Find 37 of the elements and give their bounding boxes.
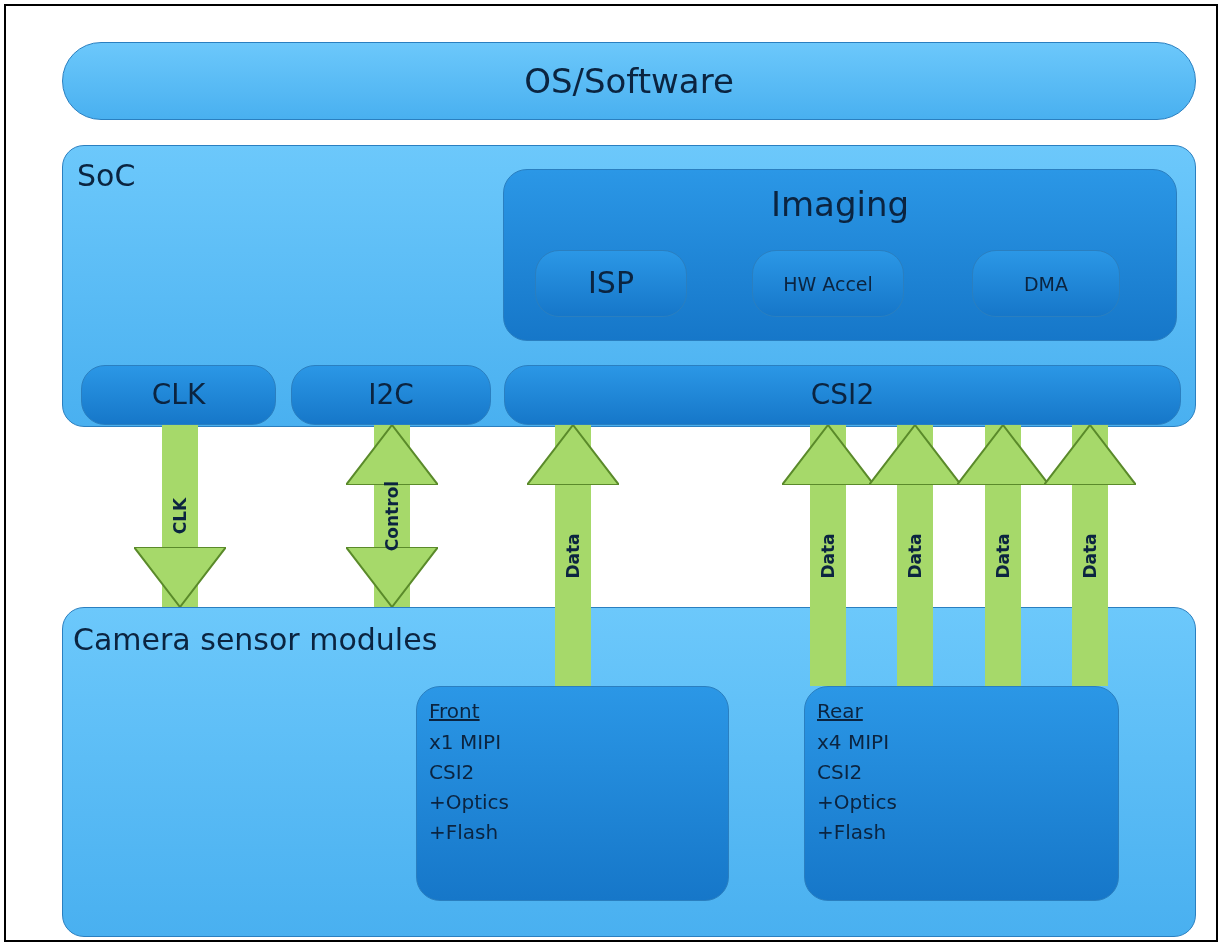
camera-module-box [804,686,1119,901]
block-label: ISP [587,265,635,300]
block-label: Camera sensor modules [73,622,438,657]
imaging-block [503,169,1177,341]
block-arrow [345,424,439,608]
block-label: I2C [367,378,415,411]
edge-label: Data [993,532,1013,579]
unit-box [752,250,904,317]
block-label: CSI2 [809,378,876,411]
camera-module-box [416,686,729,901]
block-label: SoC [77,158,136,193]
edge-label: Data [1080,532,1100,579]
block-label: HW Accel [782,273,874,295]
interface-bar [81,365,276,425]
modules-block [62,607,1196,937]
edge-label: Data [563,532,583,579]
block-arrow [526,424,620,686]
module-heading: Rear [817,699,863,723]
edge-label: Control [382,480,402,552]
edge-label: Data [905,532,925,579]
module-heading: Front [429,699,480,723]
unit-box [535,250,687,317]
block-label: DMA [1023,273,1069,295]
block-arrow [1043,424,1137,686]
edge-label: CLK [170,497,190,535]
interface-bar [291,365,491,425]
block-label: Imaging [769,184,911,224]
module-specs: x1 MIPI CSI2 +Optics +Flash [429,729,510,846]
unit-box [972,250,1120,317]
interface-bar [504,365,1181,425]
edge-label: Data [818,532,838,579]
block-label: CLK [150,378,207,411]
block-arrow [868,424,962,686]
module-specs: x4 MIPI CSI2 +Optics +Flash [817,729,898,846]
block-arrow [133,425,227,608]
block-label: OS/Software [523,61,735,101]
soc-block [62,145,1196,427]
